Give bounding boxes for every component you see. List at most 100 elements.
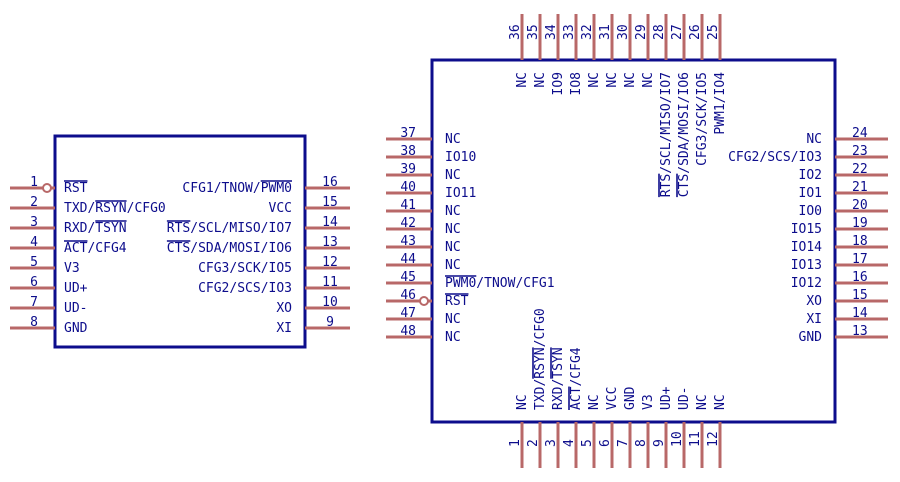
pin-number: 8 (30, 315, 38, 330)
pin-label: IO11 (445, 186, 476, 201)
right-chip-bottom-pins: 1NC2TXD/RSYN/CFG03RXD/TSYN4ACT/CFG45NC6V… (508, 308, 728, 468)
pin-label: NC (515, 394, 530, 410)
pin-1: 1 RST (10, 175, 88, 196)
pin-number: 34 (544, 24, 559, 40)
right-chip-body (430, 58, 837, 424)
pin-number: 31 (598, 24, 613, 40)
pin-number: 28 (652, 24, 667, 40)
pin-label: CTS/SDA/MOSI/IO6 (167, 241, 292, 256)
pin-14: 14 RTS/SCL/MISO/IO7 (167, 215, 350, 236)
right-chip: 36NC35NC34IO933IO832NC31NC30NC29NC28RTS/… (386, 14, 888, 468)
pin-label: NC (445, 222, 461, 237)
pin-number: 37 (400, 126, 416, 141)
pin-label: NC (515, 72, 530, 88)
pin-number: 36 (508, 24, 523, 40)
pin-label: RTS/SCL/MISO/IO7 (167, 221, 292, 236)
pin-label: CFG3/SCK/IO5 (695, 72, 710, 166)
pin-number: 7 (616, 439, 631, 447)
pin-23: 23 CFG2/SCS/IO3 (728, 144, 888, 165)
pin-13: 13 CTS/SDA/MOSI/IO6 (167, 235, 350, 256)
pin-label: V3 (641, 394, 656, 410)
right-chip-top-pins: 36NC35NC34IO933IO832NC31NC30NC29NC28RTS/… (508, 14, 728, 197)
pin-label: ACT/CFG4 (64, 241, 127, 256)
pin-number: 29 (634, 24, 649, 40)
pin-label: IO0 (799, 204, 822, 219)
pin-number: 27 (670, 24, 685, 40)
pin-label: NC (695, 394, 710, 410)
pin-number: 24 (852, 126, 868, 141)
pin-number: 14 (852, 306, 868, 321)
pin-label: RST (64, 181, 88, 196)
pin-number: 47 (400, 306, 416, 321)
pin-number: 10 (322, 295, 338, 310)
left-chip-right-pins: 16CFG1/TNOW/PWM015VCC14RTS/SCL/MISO/IO71… (167, 175, 350, 336)
pin-label: XI (276, 321, 292, 336)
pin-number: 25 (706, 24, 721, 40)
pin-label: NC (713, 394, 728, 410)
pin-number: 3 (544, 439, 559, 447)
pin-label: V3 (64, 261, 80, 276)
pin-number: 39 (400, 162, 416, 177)
pin-number: 14 (322, 215, 338, 230)
pin-number: 6 (598, 439, 613, 447)
pin1-marker (419, 296, 429, 306)
pin-label: NC (587, 72, 602, 88)
pin-9: 9XI (276, 315, 350, 336)
pin-label: NC (587, 394, 602, 410)
pin-label: IO14 (791, 240, 822, 255)
pin-number: 19 (852, 216, 868, 231)
pin-number: 13 (322, 235, 338, 250)
pin-label: UD+ (659, 386, 674, 410)
pin-label: RXD/TSYN (551, 347, 566, 410)
pin-label: NC (445, 312, 461, 327)
pin-label: UD+ (64, 281, 88, 296)
pin-1: 1 NC (508, 394, 530, 468)
pin-number: 35 (526, 24, 541, 40)
pin-number: 43 (400, 234, 416, 249)
pin-label: TXD/RSYN/CFG0 (64, 201, 166, 216)
pin-number: 46 (400, 288, 416, 303)
pin-label: NC (641, 72, 656, 88)
pin-number: 11 (322, 275, 338, 290)
pin-number: 1 (508, 439, 523, 447)
pin-label: XI (806, 312, 822, 327)
pin-9: 9UD+ (652, 386, 674, 468)
pin-number: 1 (30, 175, 38, 190)
pin-5: 5 V3 (10, 255, 80, 276)
pin-number: 5 (30, 255, 38, 270)
pin-number: 42 (400, 216, 416, 231)
pin-number: 5 (580, 439, 595, 447)
pin-number: 4 (562, 439, 577, 447)
pin-number: 12 (322, 255, 338, 270)
pin-number: 23 (852, 144, 868, 159)
pin-number: 7 (30, 295, 38, 310)
pin-number: 15 (322, 195, 338, 210)
pin-label: PWM1/IO4 (713, 72, 728, 135)
pin-label: CFG2/SCS/IO3 (728, 150, 822, 165)
